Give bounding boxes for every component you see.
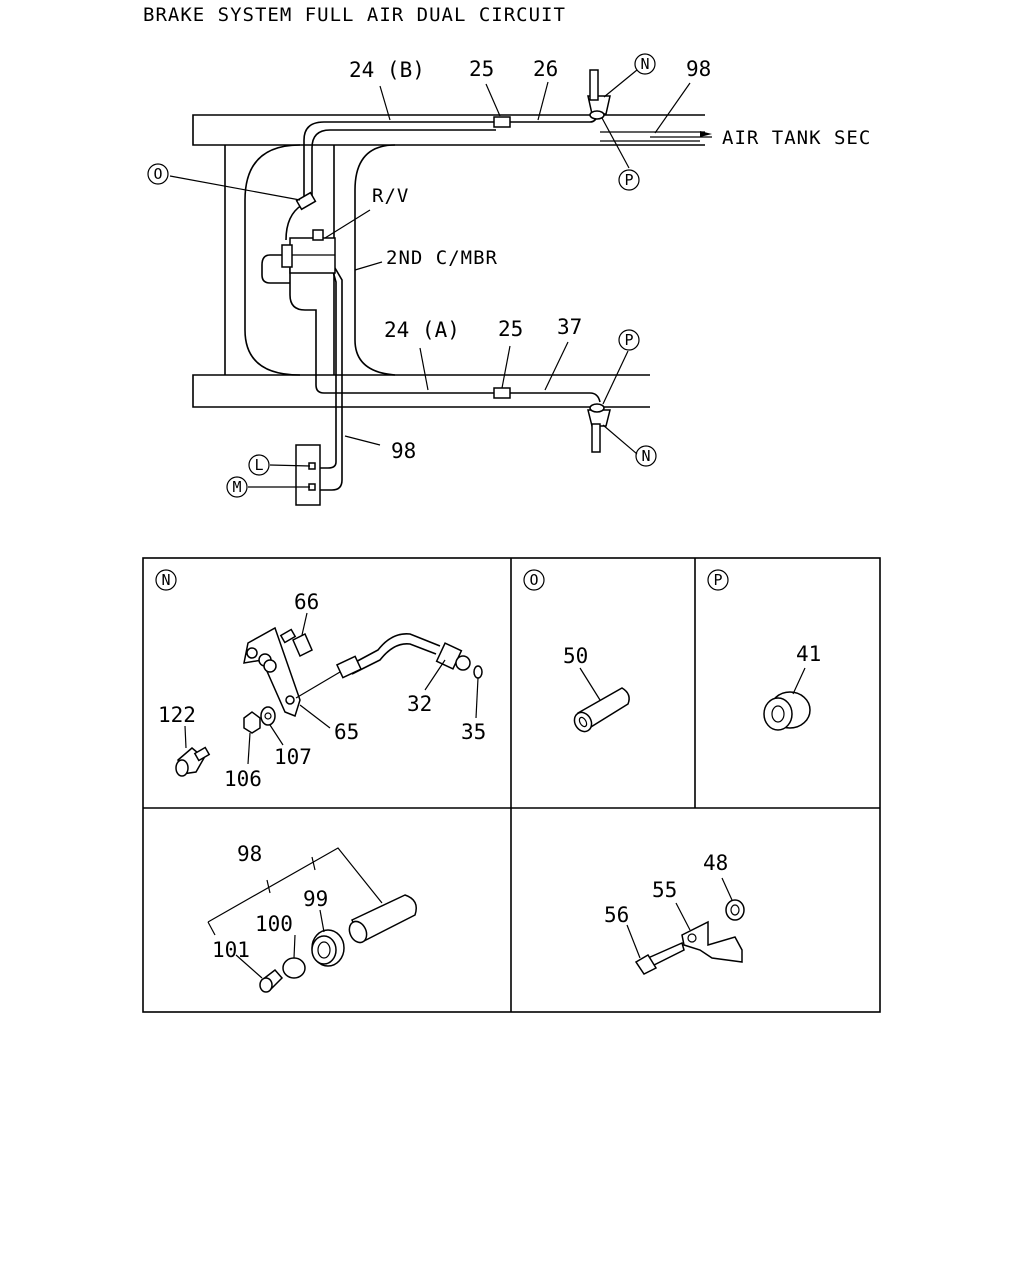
svg-text:N: N bbox=[641, 447, 650, 465]
label-pipe-26: 26 bbox=[533, 57, 558, 81]
label-joint-25-top: 25 bbox=[469, 57, 494, 81]
part-107: 107 bbox=[274, 745, 312, 769]
panel-p-letter: P bbox=[707, 569, 729, 591]
part-66: 66 bbox=[294, 590, 319, 614]
svg-text:P: P bbox=[713, 571, 722, 589]
hose-fittings bbox=[587, 69, 611, 453]
svg-text:L: L bbox=[254, 456, 263, 474]
callout-o-main: O bbox=[147, 163, 169, 185]
label-joint-25-bottom: 25 bbox=[498, 317, 523, 341]
part-100: 100 bbox=[255, 912, 293, 936]
label-air-tank-sec: AIR TANK SEC bbox=[722, 127, 871, 149]
part-99: 99 bbox=[303, 887, 328, 911]
panel-hose-parts: 98 99 100 101 bbox=[207, 842, 417, 993]
panel-o-letter: O bbox=[523, 569, 545, 591]
svg-text:N: N bbox=[640, 55, 649, 73]
part-65: 65 bbox=[334, 720, 359, 744]
part-122: 122 bbox=[158, 703, 196, 727]
panel-n-letter: N bbox=[155, 569, 177, 591]
part-41: 41 bbox=[796, 642, 821, 666]
callout-m-main: M bbox=[226, 476, 248, 498]
part-50: 50 bbox=[563, 644, 588, 668]
label-second-chamber: 2ND C/MBR bbox=[386, 247, 498, 269]
callout-n-bottom: N bbox=[635, 445, 657, 467]
part-106: 106 bbox=[224, 767, 262, 791]
part-32: 32 bbox=[407, 692, 432, 716]
air-pipes bbox=[261, 113, 712, 491]
label-pipe-24a: 24 (A) bbox=[384, 318, 460, 342]
label-pipe-37: 37 bbox=[557, 315, 582, 339]
detail-grid bbox=[142, 557, 881, 1013]
pipe-joints bbox=[493, 116, 511, 399]
main-leader-lines bbox=[169, 69, 691, 488]
callout-p-top: P bbox=[618, 169, 640, 191]
part-101: 101 bbox=[212, 938, 250, 962]
svg-text:O: O bbox=[529, 571, 538, 589]
connector-block bbox=[295, 444, 321, 506]
panel-n: N 66 122 bbox=[155, 569, 486, 791]
callout-l-main: L bbox=[248, 454, 270, 476]
svg-text:N: N bbox=[161, 571, 170, 589]
panel-p: P 41 bbox=[707, 569, 821, 731]
label-pipe-24b: 24 (B) bbox=[349, 58, 425, 82]
svg-text:M: M bbox=[232, 478, 241, 496]
label-hose-98-bottom: 98 bbox=[391, 439, 416, 463]
panel-o: O 50 bbox=[523, 569, 630, 733]
svg-text:O: O bbox=[153, 165, 162, 183]
part-55: 55 bbox=[652, 878, 677, 902]
diagram-title: BRAKE SYSTEM FULL AIR DUAL CIRCUIT bbox=[143, 4, 566, 26]
part-48: 48 bbox=[703, 851, 728, 875]
panel-bracket-parts: 48 55 56 bbox=[604, 851, 745, 975]
svg-text:P: P bbox=[624, 331, 633, 349]
callout-n-top: N bbox=[634, 53, 656, 75]
label-hose-98-top: 98 bbox=[686, 57, 711, 81]
svg-text:P: P bbox=[624, 171, 633, 189]
part-56: 56 bbox=[604, 903, 629, 927]
part-98: 98 bbox=[237, 842, 262, 866]
relay-valve bbox=[281, 191, 336, 274]
label-relay-valve: R/V bbox=[372, 185, 409, 207]
part-35: 35 bbox=[461, 720, 486, 744]
callout-p-bottom: P bbox=[618, 329, 640, 351]
